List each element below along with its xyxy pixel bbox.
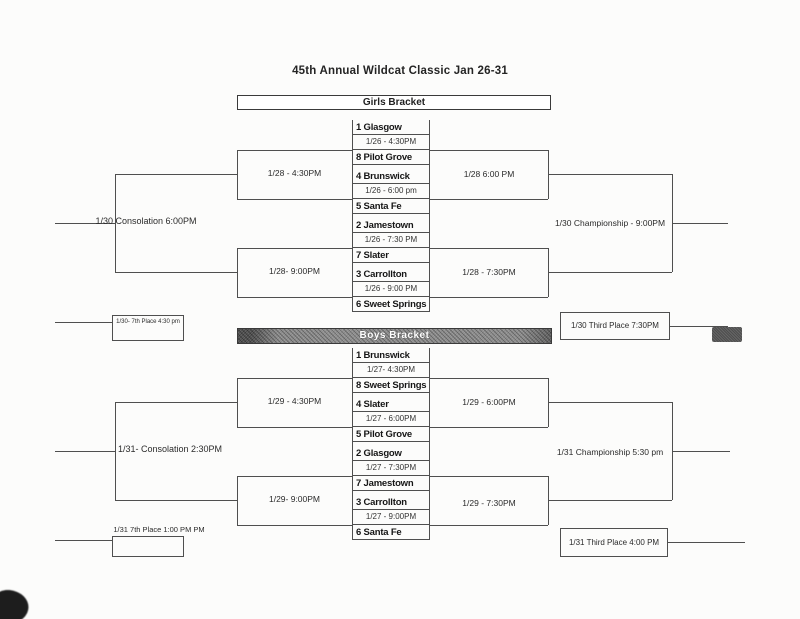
team-name: 3 Carrollton [353,267,429,282]
bracket-line [115,174,116,272]
scan-smudge-corner [0,583,34,619]
bracket-line [237,525,352,526]
girls-championship-label: 1/30 Championship - 9:00PM [554,218,666,228]
game-time: 1/27 - 9:00PM [353,510,429,525]
boys-championship-label: 1/31 Championship 5:30 pm [556,447,664,457]
bracket-line [430,525,548,526]
girls-seventh-place-box: 1/30- 7th Place 4:30 pm [112,315,184,341]
team-name: 1 Brunswick [353,348,429,363]
bracket-line [115,500,237,501]
boys-game-2: 4 Slater 1/27 - 6:00PM 5 Pilot Grove [353,397,429,442]
bracket-line [115,174,237,175]
boys-seventh-place-box [112,536,184,557]
team-name: 7 Slater [353,248,429,263]
team-name: 7 Jamestown [353,476,429,491]
girls-third-place-label: 1/30 Third Place 7:30PM [571,321,659,330]
bracket-line [237,378,352,379]
team-name: 8 Sweet Springs [353,378,429,393]
girls-game-2: 4 Brunswick 1/26 - 6:00 pm 5 Santa Fe [353,169,429,214]
team-name: 8 Pilot Grove [353,150,429,165]
bracket-line [237,150,352,151]
bracket-line [548,174,672,175]
bracket-line [237,378,238,427]
girls-third-place-box: 1/30 Third Place 7:30PM [560,312,670,340]
boys-consolation-label: 1/31- Consolation 2:30PM [117,444,223,454]
team-name: 1 Glasgow [353,120,429,135]
bracket-line [672,223,728,224]
bracket-line [430,150,548,151]
girls-bracket-header: Girls Bracket [237,95,551,110]
game-time: 1/26 - 4:30PM [353,135,429,150]
bracket-line [115,402,116,500]
bracket-line [237,427,352,428]
boys-right-semi-bottom-label: 1/29 - 7:30PM [462,498,516,508]
girls-left-semi-bottom-label: 1/28- 9:00PM [268,266,321,276]
bracket-line [237,150,238,199]
team-name: 6 Sweet Springs [353,297,429,312]
girls-right-semi-top-label: 1/28 6:00 PM [463,169,515,179]
bracket-line [430,248,548,249]
team-name: 2 Jamestown [353,218,429,233]
team-name: 2 Glasgow [353,446,429,461]
boys-first-round-column: 1 Brunswick 1/27- 4:30PM 8 Sweet Springs… [352,348,430,540]
team-name: 5 Pilot Grove [353,427,429,442]
bracket-line [430,476,548,477]
boys-seventh-place-label: 1/31 7th Place 1:00 PM PM [113,525,205,534]
girls-first-round-column: 1 Glasgow 1/26 - 4:30PM 8 Pilot Grove 4 … [352,120,430,312]
girls-game-4: 3 Carrollton 1/26 - 9:00 PM 6 Sweet Spri… [353,267,429,312]
bracket-line [237,199,352,200]
game-time: 1/26 - 6:00 pm [353,184,429,199]
bracket-line [237,297,352,298]
game-time: 1/26 - 7:30 PM [353,233,429,248]
bracket-line [237,476,238,525]
boys-game-3: 2 Glasgow 1/27 - 7:30PM 7 Jamestown [353,446,429,491]
bracket-line [430,427,548,428]
bracket-line [672,451,730,452]
girls-game-3: 2 Jamestown 1/26 - 7:30 PM 7 Slater [353,218,429,263]
bracket-line [55,451,115,452]
bracket-line [548,272,672,273]
team-name: 4 Slater [353,397,429,412]
team-name: 3 Carrollton [353,495,429,510]
bracket-line [670,326,728,327]
girls-right-semi-bottom-label: 1/28 - 7:30PM [462,267,516,277]
bracket-line [55,223,115,224]
game-time: 1/26 - 9:00 PM [353,282,429,297]
girls-left-semi-top-label: 1/28 - 4:30PM [267,168,322,178]
bracket-line [668,542,745,543]
boys-left-semi-bottom-label: 1/29- 9:00PM [268,494,321,504]
game-time: 1/27 - 7:30PM [353,461,429,476]
boys-game-1: 1 Brunswick 1/27- 4:30PM 8 Sweet Springs [353,348,429,393]
bracket-line [548,402,672,403]
bracket-line [55,322,112,323]
bracket-line [115,272,237,273]
girls-game-1: 1 Glasgow 1/26 - 4:30PM 8 Pilot Grove [353,120,429,165]
boys-third-place-box: 1/31 Third Place 4:00 PM [560,528,668,557]
bracket-line [237,248,238,297]
bracket-line [115,402,237,403]
bracket-line [548,500,672,501]
bracket-line [430,378,548,379]
bracket-line [430,297,548,298]
team-name: 4 Brunswick [353,169,429,184]
bracket-line [430,199,548,200]
bracket-line [237,248,352,249]
bracket-line [237,476,352,477]
girls-consolation-label: 1/30 Consolation 6:00PM [95,216,197,226]
game-time: 1/27 - 6:00PM [353,412,429,427]
bracket-line [55,540,112,541]
scan-smudge-right [712,327,742,342]
boys-right-semi-top-label: 1/29 - 6:00PM [462,397,516,407]
game-time: 1/27- 4:30PM [353,363,429,378]
boys-left-semi-top-label: 1/29 - 4:30PM [267,396,322,406]
team-name: 5 Santa Fe [353,199,429,214]
team-name: 6 Santa Fe [353,525,429,540]
girls-seventh-place-label: 1/30- 7th Place 4:30 pm [116,319,180,325]
page-title: 45th Annual Wildcat Classic Jan 26-31 [292,65,508,77]
boys-third-place-label: 1/31 Third Place 4:00 PM [568,538,660,547]
boys-game-4: 3 Carrollton 1/27 - 9:00PM 6 Santa Fe [353,495,429,540]
boys-bracket-header: Boys Bracket [237,328,552,344]
